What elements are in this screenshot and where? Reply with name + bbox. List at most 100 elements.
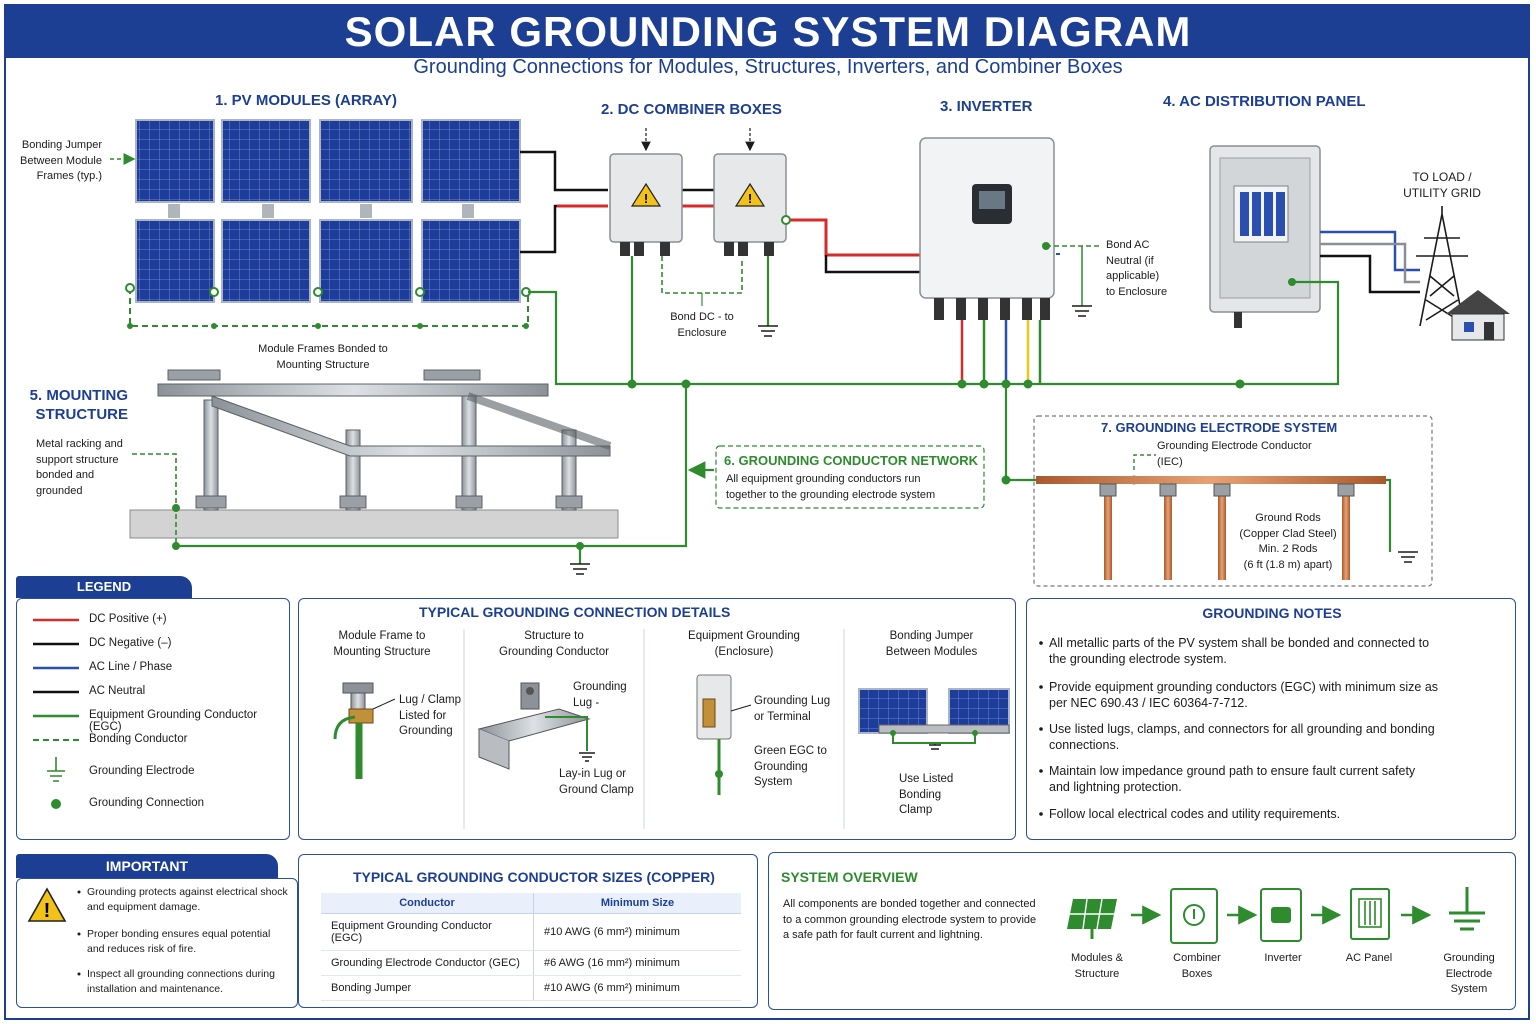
note-item-line: Maintain low impedance ground path to en… — [1049, 764, 1416, 778]
important-bullets — [77, 890, 81, 976]
table-cell: #10 AWG (6 mm²) minimum — [533, 975, 741, 1001]
utility-tower — [1416, 206, 1468, 327]
overview-step-line: Inverter — [1264, 952, 1302, 964]
note-item-1: All metallic parts of the PV system shal… — [1049, 635, 1429, 667]
ground-symbol-electrode — [1398, 551, 1418, 563]
legend-label-dc-pos: DC Positive (+) — [89, 613, 167, 625]
note-line: to Enclosure — [1106, 285, 1168, 298]
overview-text-line: to a common grounding electrode system t… — [783, 913, 1037, 926]
note-bond-dc: Bond DC - to Enclosure — [660, 310, 744, 341]
svg-text:!: ! — [748, 191, 752, 206]
legend-panel: DC Positive (+) DC Negative (–) AC Line … — [16, 598, 290, 840]
legend-tab: LEGEND — [16, 576, 192, 598]
important-line: Grounding protects against electrical sh… — [87, 886, 288, 898]
table-cell: #10 AWG (6 mm²) minimum — [533, 913, 741, 951]
sizes-table: Conductor Minimum Size Equipment Groundi… — [321, 893, 741, 1001]
note-bullets — [1039, 641, 1043, 816]
solar-panel-icon — [1067, 898, 1117, 939]
detail-col3-note2: Green EGC to Grounding System — [754, 744, 827, 791]
detail-note-line: Lay-in Lug or — [559, 768, 627, 780]
note-line: bonded and — [36, 469, 95, 481]
note-line: Mounting Structure — [276, 358, 370, 371]
overview-title: SYSTEM OVERVIEW — [781, 869, 918, 885]
note-line: support structure — [36, 453, 119, 466]
important-line: and reduces risk of fire. — [87, 942, 197, 955]
inverter — [919, 137, 1100, 384]
important-line: Proper bonding ensures equal potential — [87, 928, 271, 940]
details-title: TYPICAL GROUNDING CONNECTION DETAILS — [419, 604, 731, 620]
detail-col2-note2: Lay-in Lug or Ground Clamp — [559, 767, 634, 798]
legend-label-ac-line: AC Line / Phase — [89, 661, 173, 673]
note-line: Ground Rods — [1255, 512, 1321, 524]
note-line: UTILITY GRID — [1403, 185, 1481, 200]
note-item-5: Follow local electrical codes and utilit… — [1049, 806, 1340, 822]
detail-head-line: Equipment Grounding — [688, 630, 800, 642]
note-gec: Grounding Electrode Conductor (IEC) — [1157, 439, 1312, 470]
note-item-line: the grounding electrode system. — [1049, 652, 1227, 666]
note-item-line: and lightning protection. — [1049, 780, 1182, 794]
important-line: installation and maintenance. — [87, 982, 224, 995]
note-line: Bond AC — [1106, 239, 1150, 251]
detail-note-line: Lug - — [573, 696, 600, 709]
note-line: applicable) — [1106, 270, 1160, 282]
note-item-4: Maintain low impedance ground path to en… — [1049, 763, 1415, 795]
important-item-2: Proper bonding ensures equal potential a… — [87, 927, 270, 956]
overview-step-line: System — [1450, 983, 1488, 995]
overview-step-line: Electrode — [1445, 967, 1493, 980]
mounting-structure — [129, 369, 619, 546]
detail-col3-note: Grounding Lug or Terminal — [754, 694, 830, 725]
note-frames-bonded: Module Frames Bonded to Mounting Structu… — [238, 342, 408, 373]
note-line: TO LOAD / — [1412, 170, 1472, 184]
important-item-3: Inspect all grounding connections during… — [87, 967, 275, 996]
detail-head-line: Grounding Conductor — [499, 645, 609, 658]
overview-step-electrode: Grounding Electrode System — [1421, 951, 1517, 998]
overview-step-ac-panel: AC Panel — [1321, 951, 1417, 967]
important-tab: IMPORTANT — [16, 854, 278, 878]
overview-flow — [1067, 887, 1485, 944]
detail-note-line: Grounding — [754, 760, 808, 773]
combiner-boxes: ! ! — [609, 128, 791, 337]
section-inverter-title: 3. INVERTER — [940, 98, 1033, 115]
detail-note-line: Grounding Lug — [754, 695, 831, 707]
mounting-title-line2: STRUCTURE — [35, 406, 129, 423]
note-line: Grounding Electrode Conductor — [1157, 440, 1312, 452]
note-item-line: Follow local electrical codes and utilit… — [1049, 807, 1341, 821]
section-mounting-title: 5. MOUNTING STRUCTURE — [26, 386, 128, 424]
page-title: SOLAR GROUNDING SYSTEM DIAGRAM — [6, 6, 1530, 58]
detail-col2-head: Structure to Grounding Conductor — [469, 629, 639, 660]
detail-head-line: Mounting Structure — [333, 645, 431, 658]
table-row: Equipment Grounding Conductor (EGC) #10 … — [321, 913, 741, 951]
overview-step-line: AC Panel — [1345, 952, 1393, 964]
detail-head-line: Between Modules — [885, 645, 978, 658]
sizes-header-min: Minimum Size — [533, 893, 741, 914]
detail-note-line: Use Listed — [899, 773, 954, 785]
important-line: Inspect all grounding connections during — [87, 968, 275, 980]
important-panel: ! Grounding protects against electrical … — [16, 878, 298, 1008]
table-row: Grounding Electrode Conductor (GEC) #6 A… — [321, 950, 741, 976]
detail-note-line: System — [754, 776, 793, 788]
note-item-line: All metallic parts of the PV system shal… — [1049, 636, 1430, 650]
ac-panel-icon — [1350, 888, 1390, 940]
detail-col4-note: Use Listed Bonding Clamp — [899, 772, 953, 819]
overview-step-line: Grounding — [1443, 952, 1495, 964]
svg-text:!: ! — [644, 191, 648, 206]
note-line: Module Frames Bonded to — [258, 343, 388, 355]
grounding-electrode-system — [1033, 415, 1433, 587]
sizes-panel: TYPICAL GROUNDING CONDUCTOR SIZES (COPPE… — [298, 854, 758, 1008]
detail-col1-note: Lug / Clamp Listed for Grounding — [399, 693, 461, 740]
note-ground-rods: Ground Rods (Copper Clad Steel) Min. 2 R… — [1230, 511, 1346, 573]
detail-note-line: Lug / Clamp — [399, 694, 462, 706]
section-combiner-title: 2. DC COMBINER BOXES — [601, 101, 782, 118]
svg-text:!: ! — [44, 900, 51, 922]
section-pv-title: 1. PV MODULES (ARRAY) — [215, 92, 397, 109]
legend-label-connection: Grounding Connection — [89, 797, 205, 809]
note-line: Metal racking and — [36, 438, 123, 450]
network-callout-box — [715, 445, 985, 509]
note-bonding-jumper: Bonding Jumper Between Module Frames (ty… — [18, 138, 102, 185]
detail-note-line: Ground Clamp — [559, 783, 634, 796]
details-panel: TYPICAL GROUNDING CONNECTION DETAILS — [298, 598, 1016, 840]
legend-label-electrode: Grounding Electrode — [89, 765, 195, 777]
table-cell: Grounding Electrode Conductor (GEC) — [321, 950, 534, 976]
overview-step-line: Combiner — [1173, 952, 1221, 964]
